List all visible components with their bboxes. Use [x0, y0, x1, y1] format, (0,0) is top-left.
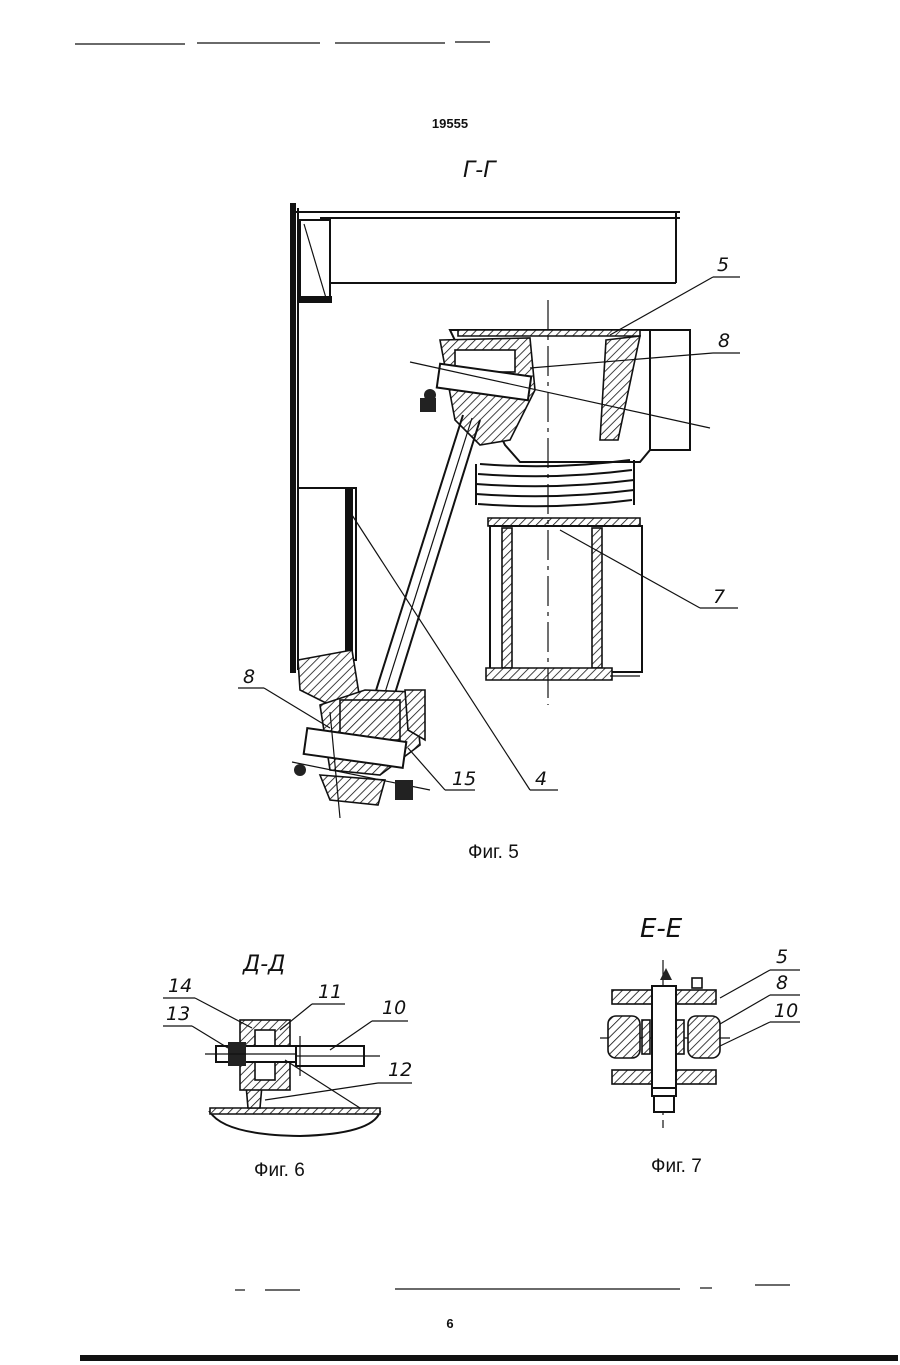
fig6-section-label: Д-Д [243, 952, 285, 977]
figure-5-drawing [238, 203, 740, 818]
fig5-section-label: Г-Г [463, 158, 495, 183]
figure-7-drawing [600, 960, 800, 1128]
fig7-callout-10: 10 [774, 1000, 798, 1022]
fig6-callout-10: 10 [382, 997, 406, 1019]
spring [476, 460, 634, 506]
fig7-section-label: Е-Е [640, 914, 682, 944]
fig5-callout-8-lower: 8 [243, 666, 255, 688]
fig5-caption: Фиг. 5 [468, 842, 519, 864]
fig5-callout-15: 15 [452, 768, 476, 790]
fig7-callout-8: 8 [776, 972, 788, 994]
top-rule [75, 42, 490, 44]
fig6-callout-13: 13 [166, 1003, 190, 1025]
fig5-callout-4: 4 [535, 768, 547, 790]
fig5-callout-8-upper: 8 [718, 330, 730, 352]
fig6-caption: Фиг. 6 [254, 1160, 305, 1182]
fig6-callout-14: 14 [168, 975, 192, 997]
page-number: 6 [0, 1316, 900, 1331]
figure-6-drawing [163, 998, 412, 1136]
fig7-caption: Фиг. 7 [651, 1156, 702, 1178]
fig6-callout-11: 11 [318, 981, 342, 1003]
fig7-callout-5: 5 [776, 946, 788, 968]
fig6-callout-12: 12 [388, 1059, 412, 1081]
fig5-callout-5: 5 [717, 254, 729, 276]
fig5-callout-7: 7 [713, 586, 725, 608]
document-number: 19555 [0, 116, 900, 131]
